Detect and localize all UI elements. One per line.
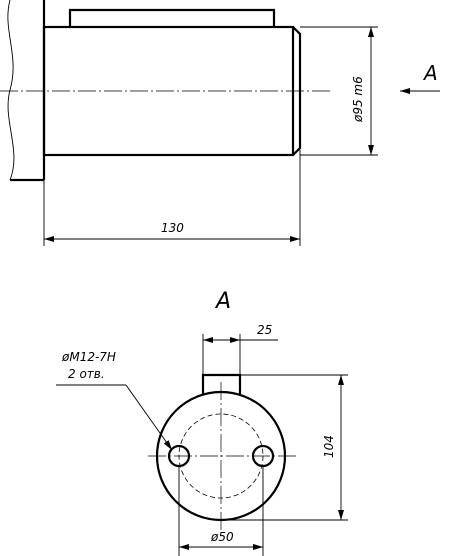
key-width-dimension: 25 <box>202 323 278 375</box>
height-dimension: 104 <box>221 374 348 521</box>
end-view-key <box>201 373 242 395</box>
bolt-circle-dimension: ø50 <box>178 466 264 556</box>
housing-break-line <box>7 0 15 181</box>
shaft-key <box>68 8 276 27</box>
thread-callout-line1: øM12-7H <box>61 350 116 364</box>
diameter-dim-text: ø95 m6 <box>351 76 365 123</box>
length-dimension: 130 <box>43 150 301 246</box>
section-title: A <box>214 289 231 314</box>
height-dim-text: 104 <box>322 435 336 458</box>
end-view-a: A <box>148 289 296 530</box>
length-dim-text: 130 <box>161 221 184 235</box>
diameter-dimension: ø95 m6 <box>300 26 378 156</box>
key-width-dim-text: 25 <box>257 323 272 337</box>
thread-callout: øM12-7H 2 отв. <box>56 350 173 451</box>
thread-callout-line2: 2 отв. <box>68 367 105 381</box>
shaft-front-view <box>0 0 330 182</box>
view-arrow-label: A <box>422 61 438 85</box>
view-arrow: A <box>400 61 440 94</box>
bolt-circle-dim-text: ø50 <box>210 530 234 544</box>
